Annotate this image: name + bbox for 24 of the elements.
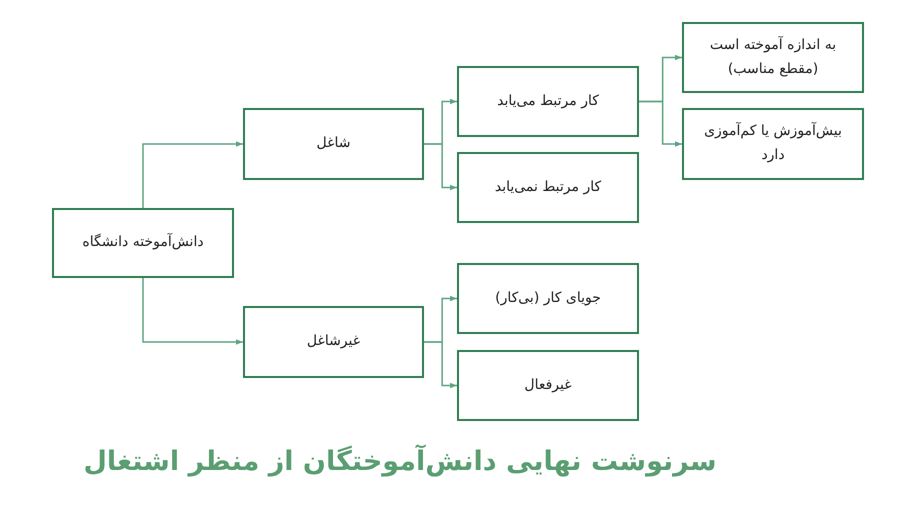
process-box: [682, 108, 864, 180]
process-box: [243, 306, 424, 378]
box-label: کار مرتبط می‌یابد: [497, 92, 599, 111]
arrow: [424, 143, 457, 190]
process-box: [457, 152, 639, 223]
process-box: [457, 263, 639, 334]
process-box: [243, 108, 424, 180]
arrow: [142, 278, 243, 345]
box-label: جویای کار (بی‌کار): [495, 288, 601, 308]
process-box: [457, 350, 639, 421]
box-label: غیرشاغل: [306, 332, 360, 352]
arrow: [424, 341, 457, 388]
box-label: شاغل: [316, 134, 350, 154]
box-label: به اندازه آموخته است (مقطع مناسب): [708, 35, 838, 78]
diagram-title: سرنوشت نهایی دانش‌آموختگان از منظر اشتغال: [82, 446, 718, 477]
process-box: [52, 208, 234, 278]
process-box: [682, 22, 864, 93]
arrow: [639, 100, 682, 147]
process-box: [457, 66, 639, 137]
box-label: بیش‌آموزش یا کم‌آموزی دارد: [703, 121, 843, 165]
arrow: [142, 141, 243, 208]
box-label: دانش‌آموخته دانشگاه: [82, 232, 204, 252]
box-label: غیرفعال: [524, 376, 572, 395]
box-label: کار مرتبط نمی‌یابد: [494, 178, 602, 197]
